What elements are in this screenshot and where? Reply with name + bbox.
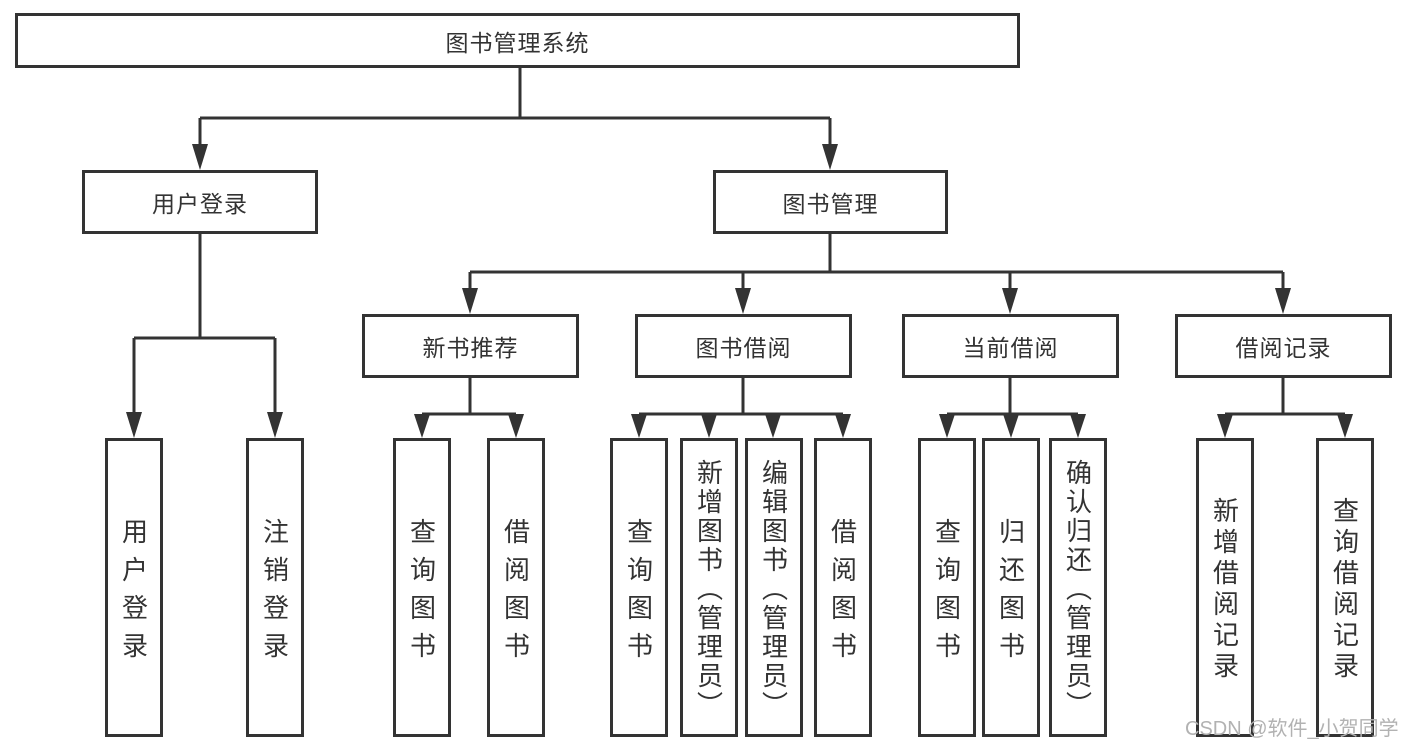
node-label: 图书借阅 — [695, 335, 792, 361]
leaf-borrow-books-2: 借阅图书 — [814, 438, 872, 737]
leaf-confirm-return-admin: 确认归还（管理员） — [1049, 438, 1107, 737]
arrowhead-icon — [508, 414, 524, 438]
leaf-label: 注销登录 — [259, 517, 290, 670]
arrowhead-icon — [631, 414, 647, 438]
edge-new-book-recommendation-subtree — [420, 378, 518, 420]
arrowhead-icon — [939, 414, 955, 438]
arrowhead-icon — [822, 144, 838, 170]
arrowhead-icon — [835, 414, 851, 438]
edge-current-borrowing-subtree — [945, 378, 1080, 420]
leaf-edit-book-admin: 编辑图书（管理员） — [745, 438, 803, 737]
node-book-borrowing: 图书借阅 — [635, 314, 852, 378]
arrowhead-icon — [765, 414, 781, 438]
node-label: 借阅记录 — [1235, 335, 1332, 361]
edge-root-to-level2 — [198, 68, 832, 146]
node-label: 用户登录 — [152, 191, 248, 217]
edge-book-management-to-level3 — [468, 234, 1285, 292]
leaf-add-book-admin: 新增图书（管理员） — [680, 438, 738, 737]
arrowhead-icon — [1275, 288, 1291, 314]
arrowhead-icon — [1337, 414, 1353, 438]
arrowhead-icon — [414, 414, 430, 438]
node-current-borrowing: 当前借阅 — [902, 314, 1119, 378]
leaf-query-books: 查询图书 — [393, 438, 451, 737]
leaf-query-books-2: 查询图书 — [610, 438, 668, 737]
leaf-label: 查询图书 — [406, 517, 437, 670]
node-label: 图书管理系统 — [445, 29, 590, 56]
node-label: 新书推荐 — [422, 335, 519, 361]
leaf-label: 用户登录 — [118, 517, 149, 670]
leaf-label: 确认归还（管理员） — [1062, 458, 1093, 720]
arrowhead-icon — [1003, 414, 1019, 438]
leaf-label: 新增图书（管理员） — [693, 458, 724, 720]
edge-user-login-subtree — [132, 234, 277, 418]
node-user-login: 用户登录 — [82, 170, 318, 234]
node-library-management-system: 图书管理系统 — [15, 13, 1020, 68]
arrowhead-icon — [735, 288, 751, 314]
arrowhead-icon — [1002, 288, 1018, 314]
leaf-query-books-3: 查询图书 — [918, 438, 976, 737]
node-borrowing-records: 借阅记录 — [1175, 314, 1392, 378]
leaf-label: 编辑图书（管理员） — [758, 458, 789, 720]
leaf-logout: 注销登录 — [246, 438, 304, 737]
leaf-return-books: 归还图书 — [982, 438, 1040, 737]
node-label: 当前借阅 — [962, 335, 1059, 361]
leaf-label: 查询图书 — [931, 517, 962, 670]
leaf-label: 归还图书 — [995, 517, 1026, 670]
leaf-label: 借阅图书 — [827, 517, 858, 670]
node-label: 图书管理 — [782, 191, 879, 217]
arrowhead-icon — [1217, 414, 1233, 438]
leaf-add-borrow-record: 新增借阅记录 — [1196, 438, 1254, 737]
leaf-label: 查询图书 — [623, 517, 654, 670]
edge-borrowing-records-subtree — [1223, 378, 1347, 420]
arrowhead-icon — [1070, 414, 1086, 438]
edge-book-borrowing-subtree — [637, 378, 845, 420]
arrowhead-icon — [701, 414, 717, 438]
arrowhead-icon — [462, 288, 478, 314]
node-book-management: 图书管理 — [713, 170, 948, 234]
leaf-label: 借阅图书 — [500, 517, 531, 670]
arrowhead-icon — [126, 412, 142, 438]
leaf-user-login: 用户登录 — [105, 438, 163, 737]
arrowhead-icon — [267, 412, 283, 438]
leaf-label: 查询借阅记录 — [1329, 497, 1360, 683]
arrowhead-icon — [192, 144, 208, 170]
leaf-query-borrow-record: 查询借阅记录 — [1316, 438, 1374, 737]
leaf-label: 新增借阅记录 — [1209, 497, 1240, 683]
leaf-borrow-books: 借阅图书 — [487, 438, 545, 737]
watermark: CSDN @软件_小贺同学 — [1185, 718, 1399, 740]
node-new-book-recommendation: 新书推荐 — [362, 314, 579, 378]
